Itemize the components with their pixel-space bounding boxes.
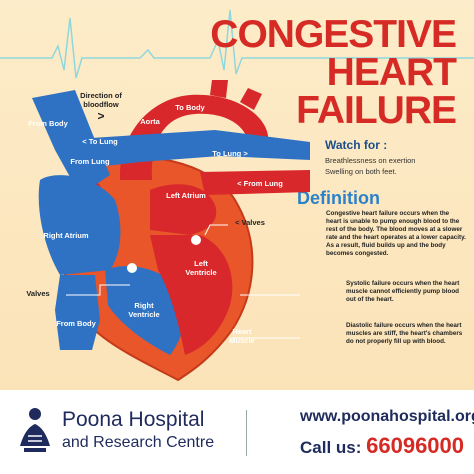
phone-number[interactable]: 66096000	[366, 433, 465, 458]
right-ventricle-label: Right Ventricle	[128, 301, 160, 319]
from-lung-left-label: From Lung	[70, 157, 110, 166]
footer: Poona Hospital and Research Centre www.p…	[0, 390, 474, 474]
title-line-3: FAILURE	[296, 89, 457, 133]
from-body-bottom-label: From Body	[56, 319, 96, 328]
direction-arrow-icon: >	[97, 109, 105, 123]
left-atrium-label: Left Atrium	[166, 191, 206, 200]
heart-illustration	[32, 80, 310, 382]
to-lung-right-label: To Lung >	[212, 149, 248, 158]
heart-diagram: Direction of bloodflow > To Body Aorta F…	[0, 80, 340, 390]
systolic-text: Systolic failure occurs when the heart m…	[346, 280, 460, 304]
call-label: Call us:	[300, 438, 367, 457]
from-body-top-label: From Body	[28, 119, 68, 128]
direction-label: Direction of bloodflow	[80, 91, 122, 109]
to-body-label: To Body	[175, 103, 205, 112]
aorta-label: Aorta	[140, 117, 160, 126]
heart-muscle-label: Heart Muscle	[229, 327, 255, 345]
call-line: Call us: 66096000	[300, 433, 464, 459]
left-ventricle-label: Left Ventricle	[185, 259, 217, 277]
definition-heading: Definition	[297, 188, 380, 208]
watch-heading: Watch for :	[325, 138, 388, 152]
to-lung-left-label: < To Lung	[82, 137, 118, 146]
right-atrium-label: Right Atrium	[43, 231, 89, 240]
footer-divider	[246, 410, 247, 456]
title-line-2: HEART	[326, 51, 457, 95]
diastolic-text: Diastolic failure occurs when the heart …	[346, 322, 463, 346]
page-title: CONGESTIVE HEART FAILURE	[210, 13, 457, 133]
watch-item: Breathlessness on exertion	[325, 156, 416, 165]
hospital-name: Poona Hospital	[62, 408, 205, 431]
heartbeat-line-icon	[0, 9, 474, 79]
poster: CONGESTIVE HEART FAILURE Watch for : Bre…	[0, 0, 474, 390]
valves-left-label: Valves	[26, 289, 50, 298]
definition-text: Congestive heart failure occurs when the…	[326, 210, 466, 258]
hospital-subtitle: and Research Centre	[62, 434, 215, 451]
title-line-1: CONGESTIVE	[210, 13, 457, 56]
hospital-logo-icon	[20, 408, 50, 452]
valves-right-label: < Valves	[235, 218, 265, 227]
website-link[interactable]: www.poonahospital.org	[300, 408, 474, 425]
watch-item: Swelling on both feet.	[325, 167, 397, 176]
from-lung-right-label: < From Lung	[237, 179, 283, 188]
